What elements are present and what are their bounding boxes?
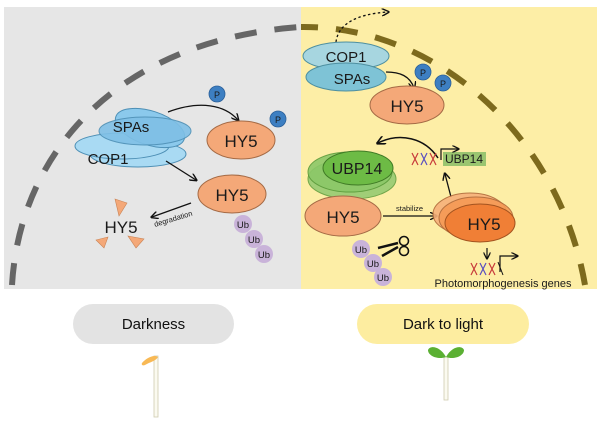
hy5-phosphorylated-light: HY5 <box>369 85 445 125</box>
translation-arrow <box>378 138 439 159</box>
scissors-icon <box>377 235 410 258</box>
nuclear-envelope-left <box>9 24 301 286</box>
stabilize-label: stabilize <box>396 204 423 213</box>
photomorphogenesis-genes: Photomorphogenesis genes <box>435 256 572 290</box>
svg-text:P: P <box>214 90 220 100</box>
svg-text:UBP14: UBP14 <box>332 161 383 178</box>
svg-text:HY5: HY5 <box>224 132 257 151</box>
green-seedling-icon <box>428 347 464 401</box>
svg-text:HY5: HY5 <box>215 186 248 205</box>
dark-to-light-text: Dark to light <box>402 315 484 333</box>
svg-text:Photomorphogenesis genes: Photomorphogenesis genes <box>435 278 572 290</box>
svg-text:P: P <box>440 79 446 89</box>
cop1-spa-complex-dark: SPAs COP1 <box>74 107 192 168</box>
activation-arrow <box>445 174 452 198</box>
svg-text:P: P <box>420 68 426 78</box>
phosphorylation-arrow <box>385 71 414 88</box>
darkness-text: Darkness <box>121 315 186 333</box>
svg-text:HY5: HY5 <box>467 215 500 234</box>
etiolated-seedling-icon <box>141 355 159 418</box>
phospho-mark: P <box>434 74 452 92</box>
phospho-mark: P <box>208 85 226 103</box>
degraded-hy5: HY5 <box>95 198 145 249</box>
ubiquitin-chain-dark: Ub Ub Ub <box>234 215 273 263</box>
ubp14-protein: UBP14 <box>307 150 397 200</box>
ubiquitin-chain-light: Ub Ub Ub <box>352 240 392 286</box>
transcription-start-arrow <box>440 149 458 160</box>
spas-label: SPAs <box>334 71 370 88</box>
svg-text:HY5: HY5 <box>326 208 359 227</box>
cop1-label: COP1 <box>326 49 367 66</box>
phospho-mark: P <box>269 110 287 128</box>
svg-text:Ub: Ub <box>355 245 367 256</box>
svg-text:UBP14: UBP14 <box>445 152 483 166</box>
hy5-ubiquitinated-light: HY5 <box>304 195 382 237</box>
svg-text:Ub: Ub <box>237 220 249 231</box>
cop1-label: COP1 <box>88 151 129 168</box>
spas-label: SPAs <box>113 119 149 136</box>
darkness-label: Darkness <box>73 304 234 344</box>
ubiquitination-arrow <box>165 160 196 180</box>
svg-text:P: P <box>275 115 281 125</box>
phospho-mark: P <box>414 63 432 81</box>
transcription-start-arrow <box>499 256 517 272</box>
ubp14-gene: UBP14 <box>411 149 486 166</box>
nuclear-envelope-right <box>301 24 588 286</box>
dark-to-light-label: Dark to light <box>357 304 529 344</box>
degradation-arrow <box>152 202 192 217</box>
svg-text:Ub: Ub <box>377 273 389 284</box>
svg-text:HY5: HY5 <box>104 218 137 237</box>
hy5-phosphorylated-dark: HY5 <box>206 120 276 160</box>
cop1-spa-complex-light: COP1 SPAs <box>302 41 390 92</box>
hy5-ubiquitinated-dark: HY5 <box>197 174 267 214</box>
hy5-stabilized: HY5 <box>432 192 516 243</box>
svg-text:Ub: Ub <box>258 250 270 261</box>
nuclear-export-arrow <box>335 12 388 43</box>
svg-text:Ub: Ub <box>248 235 260 246</box>
dna-icon <box>470 262 496 276</box>
svg-text:HY5: HY5 <box>390 97 423 116</box>
svg-text:Ub: Ub <box>367 259 379 270</box>
phosphorylation-arrow <box>167 104 238 120</box>
dna-icon <box>411 152 437 166</box>
